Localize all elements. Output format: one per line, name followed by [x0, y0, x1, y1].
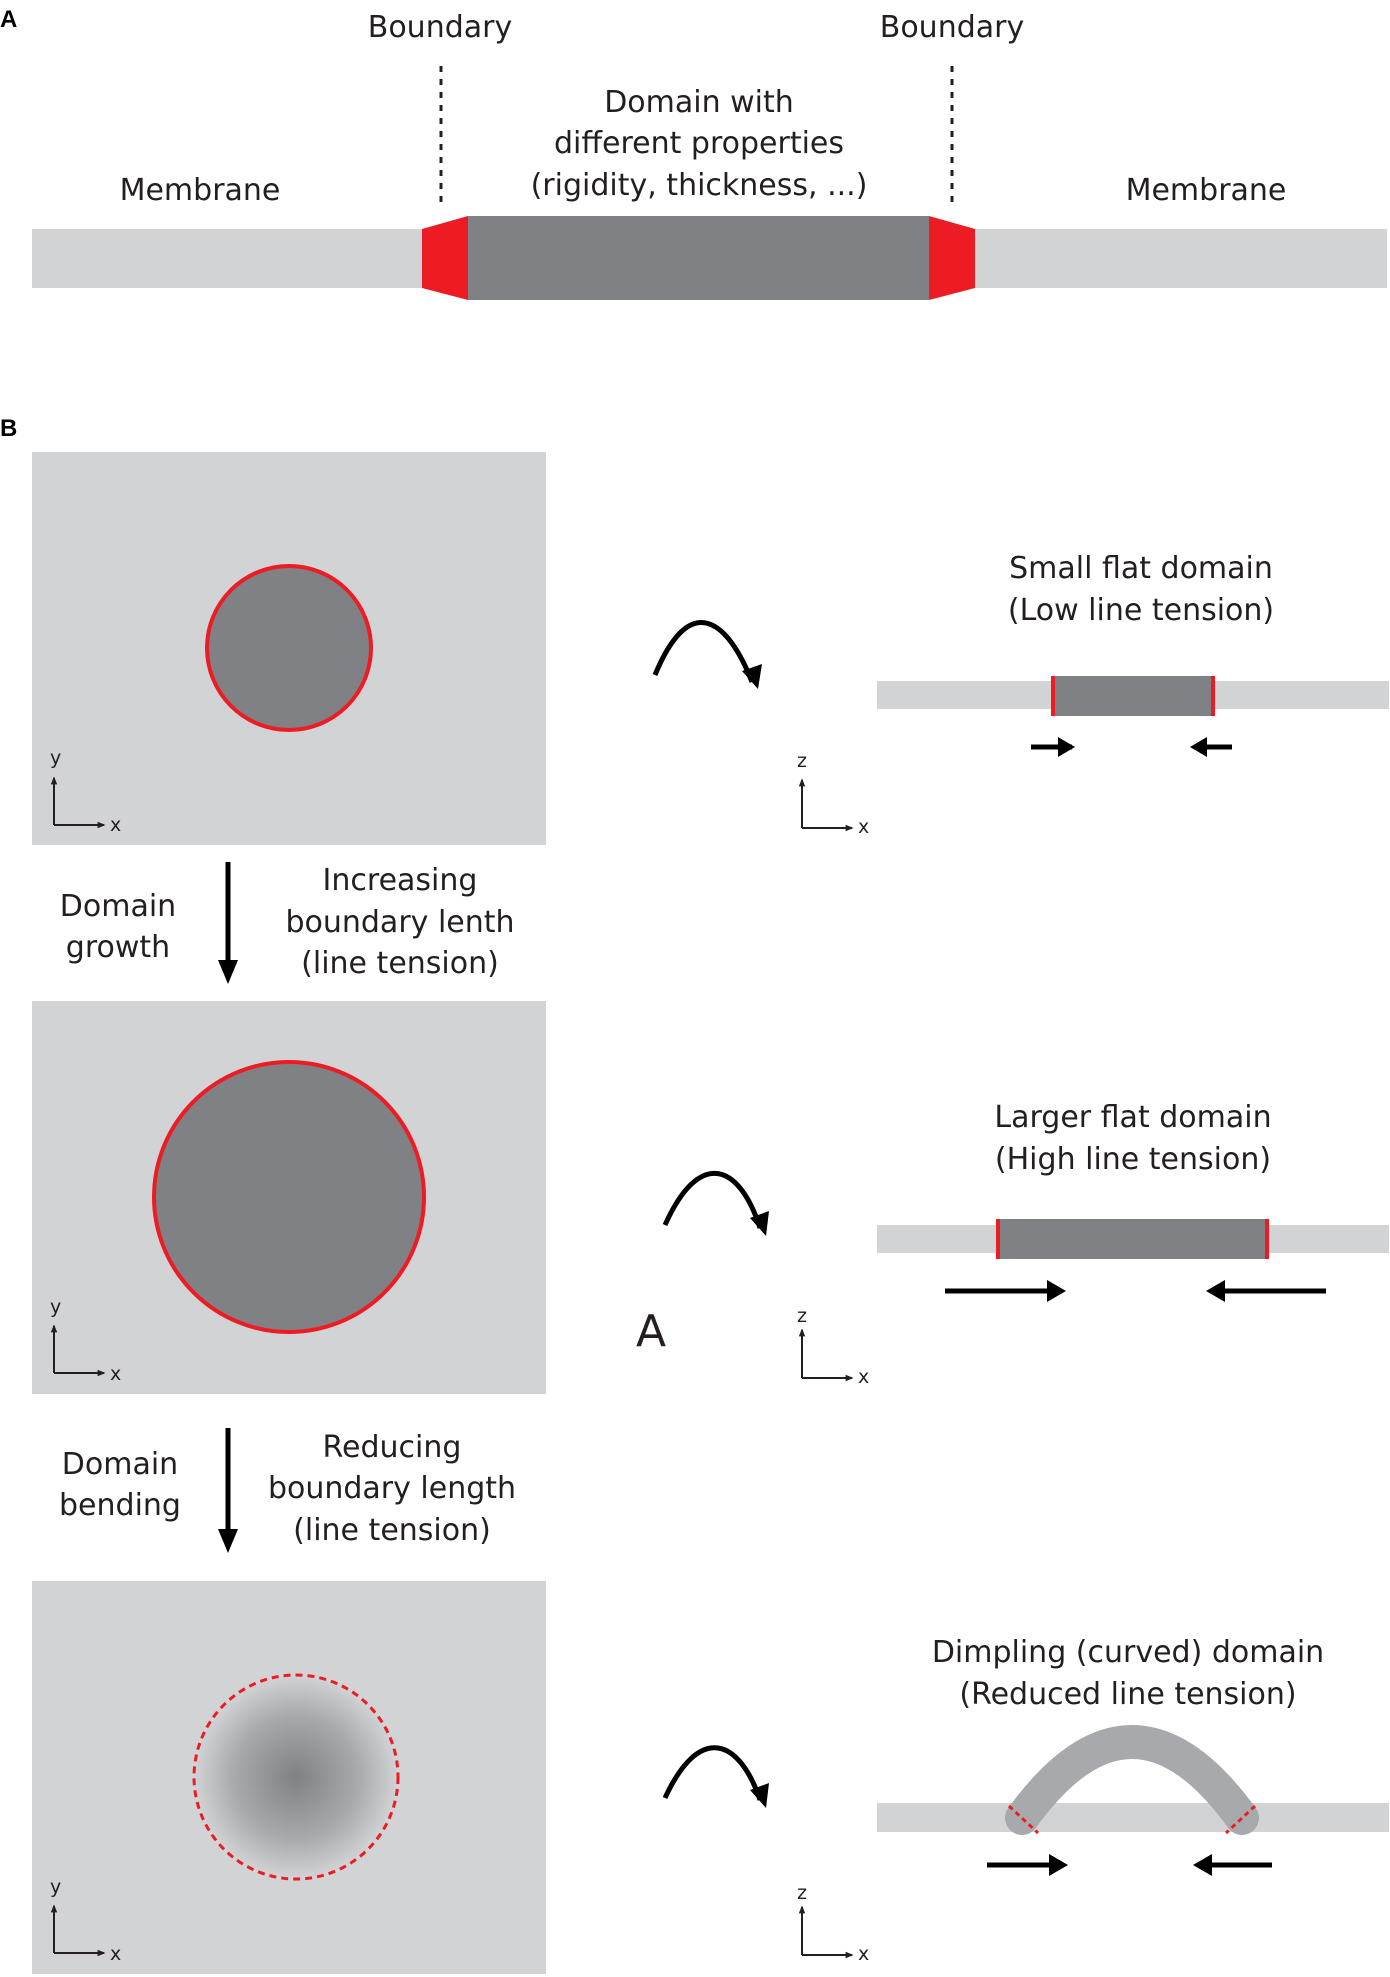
- tension-arrowhead-left-2: [1206, 1280, 1225, 1302]
- panel-a-label: A: [0, 6, 17, 33]
- xz-axes-3: z x: [797, 1882, 869, 1965]
- small-domain-title: Small flat domain: [1009, 551, 1273, 586]
- bending-arrowhead: [218, 1529, 238, 1553]
- growth-label-line1: Domain: [60, 889, 176, 924]
- panel-b-label: B: [0, 415, 17, 442]
- z-axis-label: z: [797, 1305, 807, 1327]
- boundary-label-right: Boundary: [880, 10, 1024, 45]
- rotate-arrowhead-3: [750, 1783, 769, 1808]
- tension-arrowhead-left-1: [1190, 737, 1207, 757]
- panel-b: B y x z x Small flat domain (Low line te…: [0, 415, 1389, 1974]
- dimpling-domain-title: Dimpling (curved) domain: [932, 1635, 1324, 1670]
- stray-letter: A: [636, 1306, 666, 1357]
- rotate-arrowhead-2: [750, 1211, 769, 1236]
- xy-axes-2: y x: [50, 1296, 121, 1385]
- boundary-label-left: Boundary: [368, 10, 512, 45]
- z-axis-label: z: [797, 750, 807, 772]
- domain-bar: [468, 216, 929, 300]
- xz-axes-1: z x: [797, 750, 869, 838]
- increasing-label-line1: Increasing: [323, 863, 478, 898]
- y-axis-label: y: [50, 747, 61, 769]
- side-domain-large: [998, 1219, 1267, 1259]
- rotate-arrow-3: [662, 1745, 763, 1801]
- small-domain-subtitle: (Low line tension): [1008, 593, 1274, 628]
- side-membrane-3: [877, 1803, 1389, 1832]
- membrane-label-right: Membrane: [1126, 173, 1287, 208]
- reducing-label-line2: boundary length: [268, 1471, 516, 1506]
- dimpling-domain-subtitle: (Reduced line tension): [959, 1677, 1296, 1712]
- domain-text-line1: Domain with: [604, 85, 794, 120]
- dimple-boundary-circle: [192, 1673, 400, 1881]
- rotate-arrow-2: [662, 1171, 763, 1229]
- growth-arrowhead: [218, 960, 238, 984]
- reducing-label-line1: Reducing: [323, 1430, 462, 1465]
- tension-arrowhead-right-3: [1049, 1854, 1068, 1876]
- x-axis-label: x: [858, 816, 869, 838]
- y-axis-label: y: [50, 1876, 61, 1898]
- x-axis-label: x: [110, 1943, 121, 1965]
- z-axis-label: z: [797, 1882, 807, 1904]
- rotate-arrowhead-1: [742, 664, 762, 689]
- bending-label-line1: Domain: [62, 1447, 178, 1482]
- tension-arrowhead-right-2: [1047, 1280, 1066, 1302]
- side-domain-curved: [1005, 1725, 1259, 1835]
- y-axis-label: y: [50, 1296, 61, 1318]
- dimple-domain-blur: [194, 1675, 398, 1879]
- domain-text-line3: (rigidity, thickness, ...): [531, 168, 868, 203]
- side-boundary-left-3: [1007, 1804, 1040, 1835]
- boundary-region-right: [929, 216, 975, 300]
- domain-text-line2: different properties: [554, 126, 844, 161]
- larger-domain-subtitle: (High line tension): [995, 1142, 1271, 1177]
- side-boundary-right-3: [1224, 1804, 1257, 1835]
- large-domain-circle: [152, 1060, 426, 1334]
- x-axis-label: x: [110, 1363, 121, 1385]
- membrane-label-left: Membrane: [120, 173, 281, 208]
- boundary-region-left: [422, 216, 468, 300]
- increasing-label-line3: (line tension): [301, 946, 499, 981]
- xz-axes-2: z x: [797, 1305, 869, 1388]
- side-domain-small: [1053, 676, 1213, 716]
- panel-a: A Boundary Boundary Membrane Membrane Do…: [0, 6, 1387, 300]
- xy-axes-3: y x: [50, 1876, 121, 1965]
- rotate-arrow-1: [652, 620, 755, 683]
- bending-label-line2: bending: [59, 1488, 181, 1523]
- reducing-label-line3: (line tension): [293, 1513, 491, 1548]
- growth-label-line2: growth: [66, 930, 170, 965]
- x-axis-label: x: [858, 1366, 869, 1388]
- increasing-label-line2: boundary lenth: [285, 905, 514, 940]
- x-axis-label: x: [110, 814, 121, 836]
- xy-axes-1: y x: [50, 747, 121, 836]
- larger-domain-title: Larger flat domain: [994, 1100, 1271, 1135]
- tension-arrowhead-left-3: [1193, 1854, 1212, 1876]
- tension-arrowhead-right-1: [1058, 737, 1075, 757]
- x-axis-label: x: [858, 1943, 869, 1965]
- small-domain-circle: [205, 564, 373, 732]
